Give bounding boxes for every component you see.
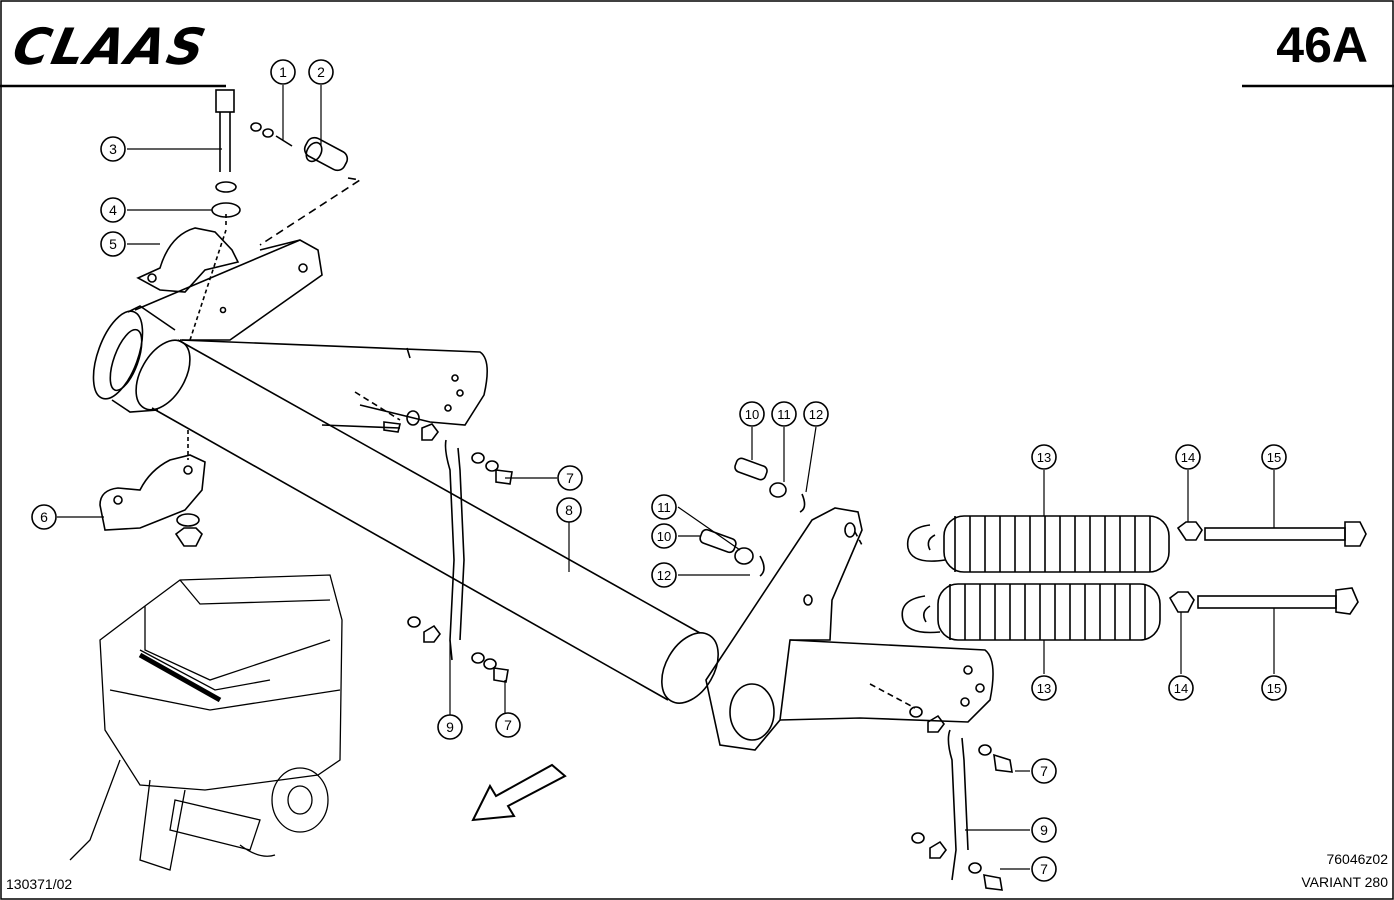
spring-upper — [906, 515, 1170, 573]
direction-arrow — [471, 763, 567, 822]
spring-lower — [901, 583, 1161, 641]
svg-text:11: 11 — [777, 407, 791, 422]
svg-text:15: 15 — [1267, 450, 1281, 465]
svg-text:15: 15 — [1267, 681, 1281, 696]
screw-1 — [250, 122, 293, 147]
callout-9a: 9 — [437, 714, 463, 740]
svg-text:12: 12 — [657, 568, 671, 583]
callout-7a: 7 — [557, 465, 583, 491]
svg-text:13: 13 — [1037, 450, 1051, 465]
chain-left — [407, 439, 509, 683]
callout-5: 5 — [100, 231, 126, 257]
footer-model: VARIANT 280 — [1301, 874, 1388, 890]
nut-14-lower — [1168, 591, 1195, 613]
svg-text:8: 8 — [565, 502, 573, 518]
callout-9b: 9 — [1031, 817, 1057, 843]
callout-11b: 11 — [651, 494, 677, 520]
chain-right — [869, 683, 1013, 891]
svg-text:1: 1 — [279, 64, 287, 80]
callout-3: 3 — [100, 136, 126, 162]
svg-text:7: 7 — [566, 470, 574, 486]
callout-11a: 11 — [771, 401, 797, 427]
leader-lines — [57, 85, 1275, 870]
svg-text:10: 10 — [657, 529, 671, 544]
svg-text:9: 9 — [446, 719, 454, 735]
pin-10-upper — [734, 457, 806, 513]
callout-7b: 7 — [495, 712, 521, 738]
svg-text:7: 7 — [1040, 861, 1048, 877]
bolt-15-upper — [1204, 521, 1367, 547]
svg-text:7: 7 — [1040, 763, 1048, 779]
fastener-group-upper — [321, 391, 513, 485]
pin-2 — [259, 136, 363, 246]
svg-text:14: 14 — [1181, 450, 1195, 465]
left-mounting-arm — [134, 239, 323, 341]
svg-text:11: 11 — [657, 500, 671, 515]
svg-text:10: 10 — [745, 407, 759, 422]
left-bearing-housing — [92, 305, 176, 413]
footer-left-code: 130371/02 — [6, 876, 73, 892]
callout-4: 4 — [100, 197, 126, 223]
clamp-nut — [174, 430, 203, 547]
upper-clamp — [136, 227, 240, 293]
callout-1: 1 — [270, 59, 296, 85]
baler-overview-sketch — [69, 574, 343, 871]
svg-text:2: 2 — [317, 64, 325, 80]
svg-text:5: 5 — [109, 236, 117, 252]
svg-text:4: 4 — [109, 202, 117, 218]
svg-text:13: 13 — [1037, 681, 1051, 696]
svg-text:12: 12 — [809, 407, 823, 422]
callout-2: 2 — [308, 59, 334, 85]
footer-drawing-code: 76046z02 — [1326, 851, 1388, 867]
callout-13a: 13 — [1031, 444, 1057, 470]
callout-6: 6 — [31, 504, 57, 530]
callout-15b: 15 — [1261, 675, 1287, 701]
bolt-3 — [189, 89, 241, 341]
callout-10b: 10 — [651, 523, 677, 549]
right-lever — [705, 507, 863, 751]
bolt-15-lower — [1197, 587, 1359, 615]
lower-swing-plate — [779, 639, 994, 723]
callout-7d: 7 — [1031, 856, 1057, 882]
main-tube — [135, 339, 719, 704]
callout-14b: 14 — [1168, 675, 1194, 701]
upper-swing-plate — [179, 339, 488, 426]
callout-12a: 12 — [803, 401, 829, 427]
callout-8: 8 — [556, 497, 582, 523]
callout-13b: 13 — [1031, 675, 1057, 701]
svg-text:3: 3 — [109, 141, 117, 157]
svg-text:14: 14 — [1174, 681, 1188, 696]
svg-text:9: 9 — [1040, 822, 1048, 838]
pin-10-lower — [699, 528, 765, 577]
callout-10a: 10 — [739, 401, 765, 427]
callout-12b: 12 — [651, 562, 677, 588]
lower-clamp — [99, 454, 206, 531]
callout-15a: 15 — [1261, 444, 1287, 470]
svg-text:6: 6 — [40, 509, 48, 525]
callout-14a: 14 — [1175, 444, 1201, 470]
page-number: 46A — [1276, 17, 1368, 73]
callout-7c: 7 — [1031, 758, 1057, 784]
nut-14-upper — [1176, 521, 1203, 541]
svg-text:7: 7 — [504, 717, 512, 733]
